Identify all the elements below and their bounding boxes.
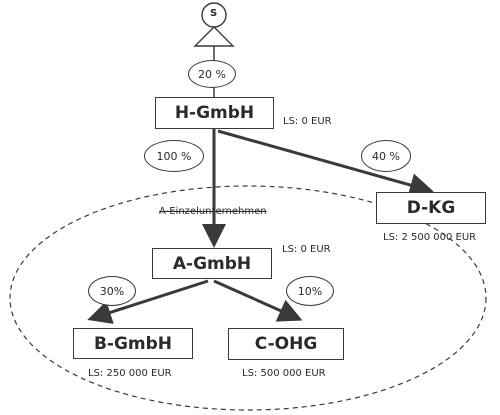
share-oval-a-to-b: 30% — [88, 276, 136, 306]
connector-a-to-c — [213, 279, 303, 322]
shareholder-label: S — [210, 8, 218, 19]
h-gmbh-ls: LS: 0 EUR — [283, 116, 332, 127]
connector-h-to-d — [217, 129, 434, 197]
connector-a-to-b — [87, 279, 209, 324]
c-ohg-box: C-OHG — [228, 328, 344, 360]
d-kg-ls: LS: 2 500 000 EUR — [383, 232, 477, 243]
a-einzelunternehmen-label: A-Einzelunternehmen — [159, 206, 267, 217]
share-oval-s-to-h: 20 % — [188, 60, 236, 88]
tax-group-boundary — [9, 185, 487, 411]
h-gmbh-box: H-GmbH — [155, 97, 274, 129]
shareholder-triangle — [193, 26, 235, 47]
share-oval-a-to-c: 10% — [286, 276, 334, 306]
share-oval-h-to-a: 100 % — [144, 140, 204, 172]
a-gmbh-ls: LS: 0 EUR — [282, 244, 331, 255]
a-gmbh-box: A-GmbH — [152, 248, 272, 279]
c-ohg-ls: LS: 500 000 EUR — [242, 368, 326, 379]
b-gmbh-ls: LS: 250 000 EUR — [88, 368, 172, 379]
d-kg-box: D-KG — [376, 192, 486, 224]
b-gmbh-box: B-GmbH — [73, 328, 193, 359]
share-oval-h-to-d: 40 % — [361, 140, 411, 172]
